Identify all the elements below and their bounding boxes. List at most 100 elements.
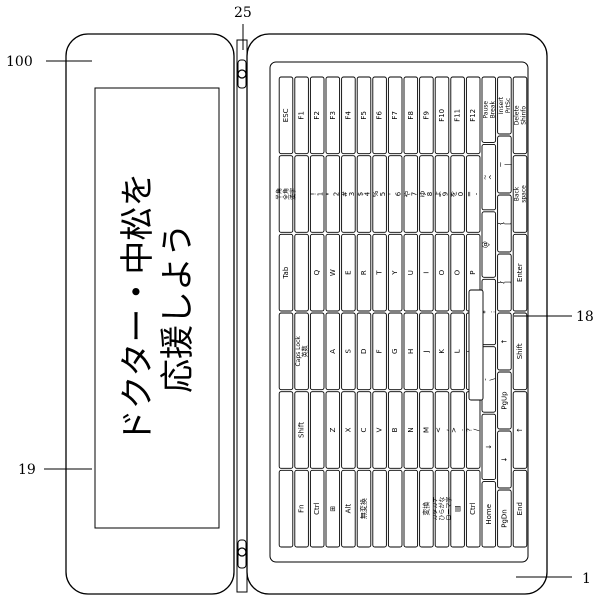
key-label: F4 (344, 111, 352, 120)
key-label: !1 (310, 192, 325, 196)
key-label: 無変換 (359, 498, 368, 519)
key (356, 155, 372, 233)
key (512, 155, 528, 233)
key-label: ESC (282, 108, 290, 122)
key-label: F12 (469, 109, 477, 122)
key-label: X (344, 427, 352, 432)
key-label: や7 (403, 191, 418, 198)
ref-1: 1 (582, 571, 591, 587)
key (497, 194, 512, 253)
key (497, 489, 512, 548)
key-label: {[ (497, 221, 512, 225)
key (372, 312, 387, 391)
key (356, 233, 372, 312)
key-label: Caps Lock英数 (295, 336, 309, 367)
key (465, 155, 481, 233)
key (497, 371, 512, 430)
key-label: ▤ (454, 505, 462, 512)
key-label: Alt (344, 504, 352, 514)
key-label: R (360, 270, 368, 275)
key (309, 469, 325, 548)
key-label: F3 (329, 111, 337, 119)
key-label: *: (481, 310, 496, 314)
ref-25: 25 (234, 5, 252, 21)
key-label: S (344, 349, 352, 354)
key-label: F11 (454, 109, 462, 122)
key-label: End (516, 502, 524, 515)
key-label: <, (435, 427, 450, 433)
key (465, 469, 481, 548)
key (387, 233, 403, 312)
key (309, 312, 325, 391)
key (481, 143, 497, 211)
key-label: ~| (497, 161, 512, 167)
key (403, 76, 419, 155)
key-label: を0 (450, 191, 465, 198)
key (497, 312, 512, 371)
key (512, 76, 528, 155)
key-label: G (391, 349, 399, 354)
key-label: PauseBreak (482, 101, 496, 119)
key-label: F5 (360, 111, 368, 119)
key-label: Fn (298, 504, 306, 512)
key (278, 469, 294, 548)
key (278, 391, 294, 469)
key-label: B (391, 427, 399, 432)
key-label: =- (466, 191, 481, 197)
key-label: Backspace (514, 185, 528, 203)
key (450, 233, 465, 312)
key-label: ~^ (481, 174, 496, 180)
key (294, 155, 309, 233)
key (387, 312, 403, 391)
key (325, 76, 341, 155)
key-label: K (438, 349, 446, 354)
key (387, 155, 403, 233)
display-message-line2: 応援しよう (158, 223, 198, 393)
key (294, 76, 309, 155)
key (372, 391, 387, 469)
key (403, 469, 419, 548)
key-label: U (407, 270, 415, 275)
key (434, 155, 450, 233)
key-label: ↑ (500, 339, 508, 345)
key-label: F9 (422, 111, 430, 119)
key-label: Shift (298, 422, 306, 438)
key (278, 76, 294, 155)
key (309, 233, 325, 312)
display-message-line1: ドクター・中松を (118, 173, 158, 444)
key-label: F (376, 349, 384, 353)
key (497, 135, 512, 194)
key (434, 233, 450, 312)
key (419, 233, 434, 312)
key (419, 312, 434, 391)
key-label: Tab (282, 266, 290, 279)
keyboard-keys: DeleteShinfoBackspaceEnterShift↑EndInser… (275, 76, 528, 548)
ref-100: 100 (6, 54, 33, 70)
key (497, 253, 512, 312)
key-label: Z (329, 427, 337, 432)
key (372, 233, 387, 312)
key-label: "2 (325, 192, 340, 196)
key (450, 76, 465, 155)
key (294, 233, 309, 312)
space-bar-key (468, 289, 484, 401)
key (497, 430, 512, 489)
key (309, 155, 325, 233)
key (325, 469, 341, 548)
key (512, 312, 528, 391)
key (278, 155, 294, 233)
key-label: DeleteShinfo (514, 105, 528, 125)
key-label: '6 (388, 191, 403, 196)
key (450, 155, 465, 233)
key (403, 155, 419, 233)
key-label: ↑ (516, 427, 524, 433)
key-label: Shift (516, 343, 524, 359)
key-label: W (329, 269, 337, 276)
key-label: O (438, 269, 446, 275)
key (325, 312, 341, 391)
key-label: F7 (391, 111, 399, 119)
key (512, 469, 528, 548)
key (403, 391, 419, 469)
key-label: Enter (516, 263, 524, 282)
